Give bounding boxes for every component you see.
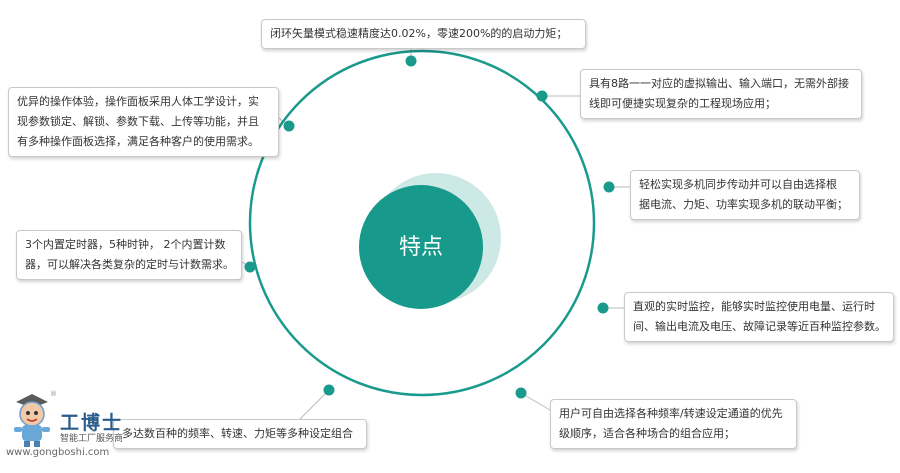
ring-dot [515, 387, 527, 399]
feature-line: 用户可自由选择各种频率/转速设定通道的优先 [559, 407, 783, 420]
feature-box-right-4: 用户可自由选择各种频率/转速设定通道的优先 级顺序，适合各种场合的组合应用； [550, 399, 797, 449]
feature-line: 具有8路一一对应的虚拟输出、输入端口，无需外部接 [589, 77, 849, 90]
ring-dot [283, 120, 295, 132]
feature-line: 优异的操作体验，操作面板采用人体工学设计，实 [17, 95, 259, 108]
feature-line: 线即可便捷实现复杂的工程现场应用； [589, 97, 776, 110]
feature-line: 多达数百种的频率、转速、力矩等多种设定组合 [122, 427, 353, 440]
feature-box-right-3: 直观的实时监控，能够实时监控使用电量、运行时 间、输出电流及电压、故障记录等近百… [624, 292, 894, 342]
feature-box-bottom: 多达数百种的频率、转速、力矩等多种设定组合 [113, 419, 367, 449]
connector-line [299, 389, 330, 420]
logo-tagline: 智能工厂服务商 [60, 434, 124, 444]
feature-line: 轻松实现多机同步传动并可以自由选择根 [639, 178, 837, 191]
mascot-icon [14, 394, 50, 447]
center-circle [359, 185, 483, 309]
center-label: 特点 [398, 235, 443, 260]
feature-line: 据电流、力矩、功率实现多机的联动平衡； [639, 198, 848, 211]
feature-line: 闭环矢量模式稳速精度达0.02%，零速200%的的启动力矩； [270, 27, 568, 40]
feature-box-left-2: 3个内置定时器，5种时钟， 2个内置计数 器，可以解决各类复杂的定时与计数需求。 [16, 230, 242, 280]
outer-ring [248, 49, 596, 397]
ring-dot [597, 302, 609, 314]
feature-box-top: 闭环矢量模式稳速精度达0.02%，零速200%的的启动力矩； [261, 19, 586, 49]
feature-line: 级顺序，适合各种场合的组合应用； [559, 427, 735, 440]
connector-line [520, 392, 551, 411]
feature-line: 现参数锁定、解锁、参数下载、上传等功能，并且 [17, 115, 259, 128]
feature-box-right-2: 轻松实现多机同步传动并可以自由选择根 据电流、力矩、功率实现多机的联动平衡； [630, 170, 860, 220]
feature-line: 直观的实时监控，能够实时监控使用电量、运行时 [633, 300, 875, 313]
feature-line: 3个内置定时器，5种时钟， 2个内置计数 [25, 238, 226, 251]
ring-dot [603, 181, 615, 193]
ring-dot [244, 261, 256, 273]
logo: ® 工博士 智能工厂服务商 www.gongboshi.com [4, 390, 154, 468]
ring-dot [405, 55, 417, 67]
feature-line: 间、输出电流及电压、故障记录等近百种监控参数。 [633, 320, 886, 333]
feature-line: 器，可以解决各类复杂的定时与计数需求。 [25, 258, 234, 271]
ring-dot [323, 384, 335, 396]
ring-dot [536, 90, 548, 102]
feature-box-left-1: 优异的操作体验，操作面板采用人体工学设计，实 现参数锁定、解锁、参数下载、上传等… [8, 87, 279, 157]
logo-url: www.gongboshi.com [6, 447, 110, 458]
registered-mark: ® [50, 390, 57, 398]
feature-line: 有多种操作面板选择，满足各种客户的使用需求。 [17, 135, 259, 148]
logo-brand: 工博士 [60, 412, 124, 434]
ring-dots [244, 55, 615, 399]
feature-box-right-1: 具有8路一一对应的虚拟输出、输入端口，无需外部接 线即可便捷实现复杂的工程现场应… [580, 69, 862, 119]
